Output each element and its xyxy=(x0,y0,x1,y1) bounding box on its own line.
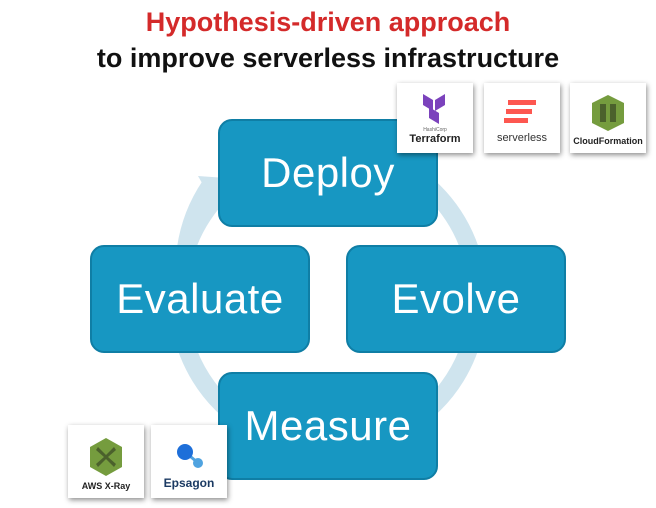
step-deploy-label: Deploy xyxy=(261,149,395,196)
terraform-logo: HashiCorp Terraform xyxy=(397,83,473,153)
step-deploy: Deploy xyxy=(218,119,438,227)
aws-xray-label: AWS X-Ray xyxy=(81,481,131,491)
serverless-logo: serverless xyxy=(484,83,560,153)
step-evolve: Evolve xyxy=(346,245,566,353)
aws-xray-icon xyxy=(90,438,122,476)
cloudformation-logo: CloudFormation xyxy=(570,83,646,153)
serverless-label: serverless xyxy=(496,132,548,144)
title-line-1: Hypothesis-driven approach xyxy=(145,7,511,37)
step-measure: Measure xyxy=(218,372,438,480)
cloudformation-label: CloudFormation xyxy=(573,136,643,146)
terraform-label: Terraform xyxy=(409,133,461,145)
step-evaluate-label: Evaluate xyxy=(116,275,284,322)
epsagon-logo: Epsagon xyxy=(151,425,227,498)
cloudformation-icon xyxy=(592,95,624,131)
aws-xray-logo: AWS X-Ray xyxy=(68,425,144,498)
epsagon-label: Epsagon xyxy=(163,476,215,490)
terraform-small-text: HashiCorp xyxy=(423,127,447,133)
serverless-icon xyxy=(504,100,536,123)
terraform-icon xyxy=(423,94,445,124)
step-measure-label: Measure xyxy=(244,402,412,449)
step-evolve-label: Evolve xyxy=(391,275,521,322)
step-evaluate: Evaluate xyxy=(90,245,310,353)
epsagon-icon xyxy=(177,444,203,468)
title-line-2: to improve serverless infrastructure xyxy=(96,43,560,73)
